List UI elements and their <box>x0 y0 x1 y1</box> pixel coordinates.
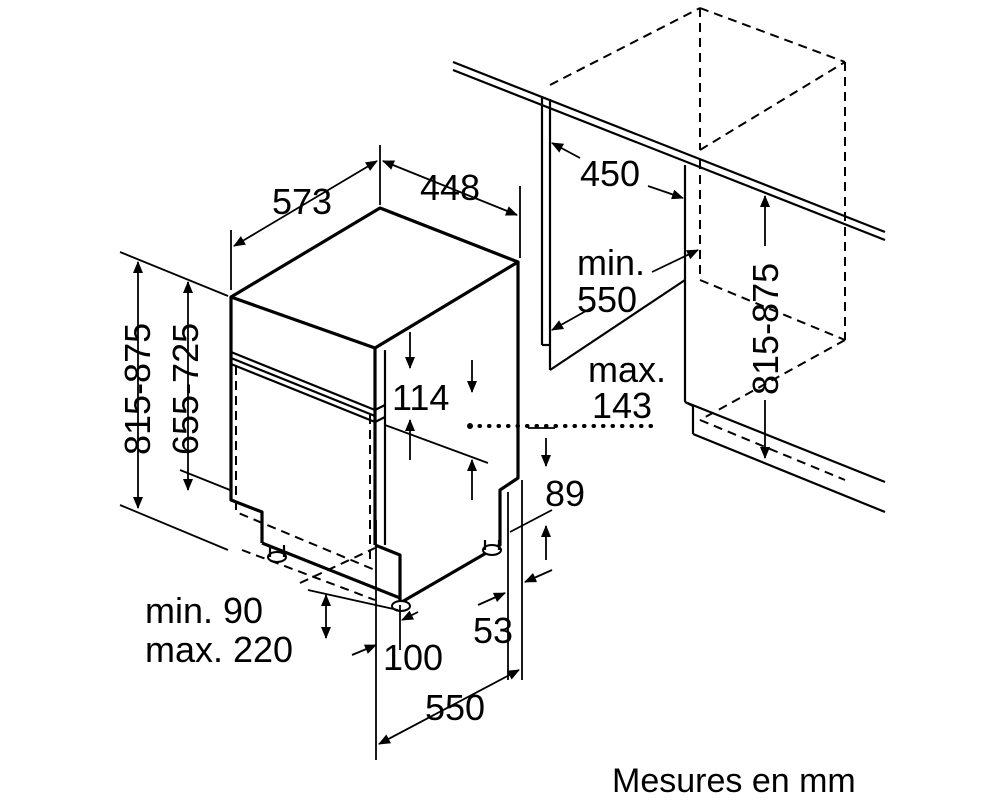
door-dashed-outline <box>235 366 376 601</box>
dim-niche-height-label: 815-875 <box>745 263 786 395</box>
niche-dashed-outline <box>549 7 846 481</box>
dim-550-bottom-label: 550 <box>425 687 485 728</box>
dim-max-label: max. <box>588 349 666 390</box>
dim-foot-max-label: max. 220 <box>145 629 293 670</box>
dim-448-label: 448 <box>420 167 480 208</box>
dim-niche-min-label: min. <box>577 242 645 283</box>
dim-53-label: 53 <box>473 610 513 651</box>
dim-total-height-label: 815-875 <box>117 323 158 455</box>
worktop-and-niche <box>452 60 886 514</box>
dishwasher-body <box>229 206 520 612</box>
units-caption: Mesures en mm <box>612 762 856 800</box>
dim-89-label: 89 <box>545 473 585 514</box>
dim-450-label: 450 <box>580 153 640 194</box>
dim-143-label: 143 <box>592 385 652 426</box>
dim-100-label: 100 <box>383 637 443 678</box>
dim-114-label: 114 <box>392 377 449 418</box>
dim-foot-min-label: min. 90 <box>145 590 263 631</box>
dim-573-label: 573 <box>272 181 332 222</box>
dim-body-height-label: 655-725 <box>165 323 206 455</box>
dimension-lines <box>119 142 770 760</box>
dim-niche-550-label: 550 <box>577 279 637 320</box>
